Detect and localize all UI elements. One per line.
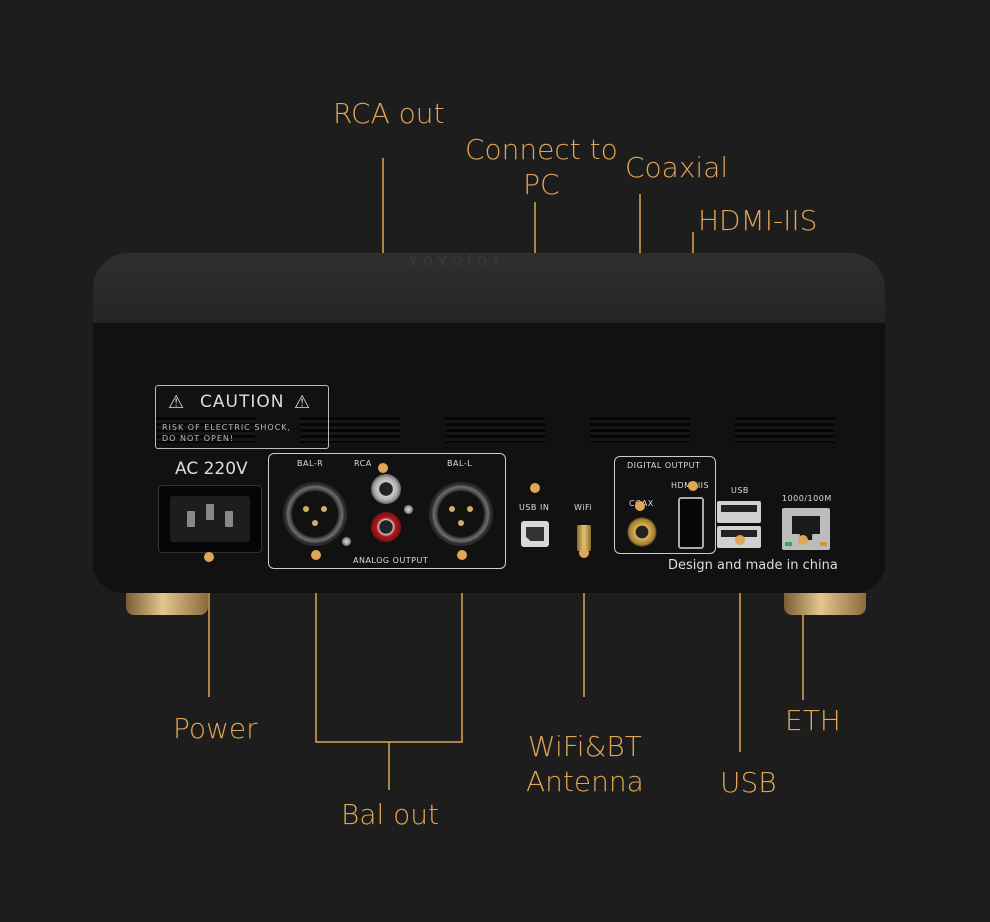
bal-r-label: BAL-R xyxy=(297,459,324,468)
usb-in-label: USB IN xyxy=(519,503,550,512)
coaxial-dot xyxy=(635,501,645,511)
callout-bal-out: Bal out xyxy=(341,798,440,831)
callout-connect-to-pc: Connect to PC xyxy=(465,133,618,201)
panel-screw xyxy=(342,537,351,546)
brand-engraving: XOJOAOA xyxy=(403,253,501,267)
device-foot xyxy=(126,593,208,615)
digital-output-panel: DIGITAL OUTPUT COAX HDMI-IIS xyxy=(614,456,716,554)
analog-output-panel: BAL-R RCA BAL-L ANALOG OUTPUT xyxy=(268,453,506,569)
rca-label: RCA xyxy=(354,459,372,468)
wifi-label: WiFi xyxy=(574,503,593,512)
vent-slot xyxy=(155,417,255,443)
ethernet-port xyxy=(782,508,830,550)
power-dot xyxy=(204,552,214,562)
xlr-right-connector xyxy=(283,482,347,546)
rca-dot xyxy=(378,463,388,473)
callout-usb: USB xyxy=(720,766,777,799)
hdmi-dot xyxy=(688,481,698,491)
hdmi-iis-port xyxy=(678,497,704,549)
panel-screw xyxy=(404,505,413,514)
rca-right-jack xyxy=(371,512,401,542)
coaxial-jack xyxy=(627,517,657,547)
ac-voltage-label: AC 220V xyxy=(175,459,248,479)
device-foot xyxy=(784,593,866,615)
vent-slot xyxy=(300,417,400,443)
callout-eth: ETH xyxy=(785,704,841,737)
device-top-lid: XOJOAOA xyxy=(93,253,885,325)
vent-slot xyxy=(445,417,545,443)
warning-triangle-icon: ⚠ xyxy=(168,392,185,413)
caution-warning-text: RISK OF ELECTRIC SHOCK, DO NOT OPEN! xyxy=(162,423,292,443)
rca-left-jack xyxy=(371,474,401,504)
callout-coaxial: Coaxial xyxy=(625,151,729,184)
callout-wifi-bt-antenna: WiFi&BT Antenna xyxy=(526,730,644,798)
usb-a-port xyxy=(717,501,761,523)
usb-dot xyxy=(735,535,745,545)
ethernet-label: 1000/100M xyxy=(782,494,832,503)
bal-l-dot xyxy=(457,550,467,560)
usb-in-dot xyxy=(530,483,540,493)
xlr-left-connector xyxy=(429,482,493,546)
caution-title: CAUTION xyxy=(200,392,285,412)
vent-slot xyxy=(735,417,835,443)
warning-triangle-icon: ⚠ xyxy=(294,392,311,413)
vent-slot xyxy=(590,417,690,443)
made-in-text: Design and made in china xyxy=(668,558,838,573)
callout-hdmi-iis: HDMI-IIS xyxy=(698,204,818,237)
dac-streamer-device: XOJOAOA ⚠ CAUTION ⚠ RISK OF ELECTRIC SHO… xyxy=(93,253,885,593)
callout-power: Power xyxy=(173,712,258,745)
antenna-connector xyxy=(577,525,591,551)
analog-output-label: ANALOG OUTPUT xyxy=(353,556,429,565)
power-inlet xyxy=(158,485,262,553)
wifi-dot xyxy=(579,548,589,558)
digital-output-label: DIGITAL OUTPUT xyxy=(627,461,701,470)
caution-label: ⚠ CAUTION ⚠ RISK OF ELECTRIC SHOCK, DO N… xyxy=(155,385,329,449)
usb-b-port xyxy=(521,521,549,547)
usb-label: USB xyxy=(731,486,749,495)
bal-l-label: BAL-L xyxy=(447,459,473,468)
bal-r-dot xyxy=(311,550,321,560)
eth-dot xyxy=(798,535,808,545)
callout-rca-out: RCA out xyxy=(333,97,445,130)
